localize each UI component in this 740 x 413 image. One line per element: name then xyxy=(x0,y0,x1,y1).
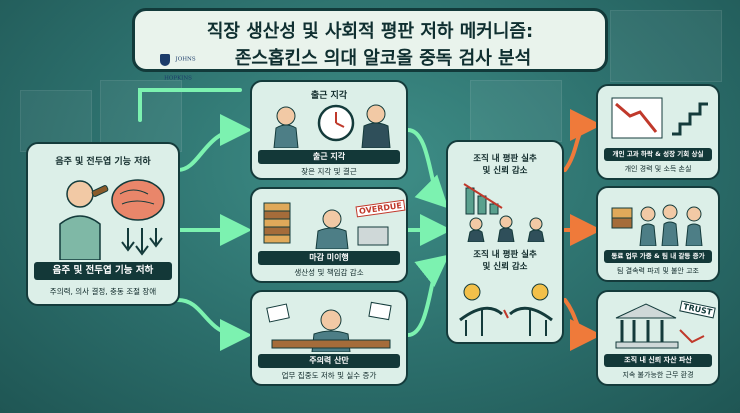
card-desc: 주의력, 의사 결정, 충동 조절 장애 xyxy=(49,287,157,296)
team-conflict-illustration xyxy=(611,204,703,246)
title-line-2: 존스홉킨스 의대 알코올 중독 검사 분석 xyxy=(234,48,532,69)
card-label: 마감 미이행 xyxy=(258,251,400,265)
card-desc: 개인 경력 및 소득 손실 xyxy=(624,165,692,173)
card-frontal-lobe: 음주 및 전두엽 기능 저하 음주 및 전두엽 기능 저하 주의력, 의사 결정… xyxy=(26,142,180,306)
card-heading-2-sub: 및 신뢰 감소 xyxy=(482,262,528,272)
missed-deadline-illustration xyxy=(263,202,389,249)
card-heading: 음주 및 전두엽 기능 저하 xyxy=(55,157,151,167)
shield-icon xyxy=(160,53,171,66)
card-label: 출근 지각 xyxy=(258,150,400,164)
card-label: 음주 및 전두엽 기능 저하 xyxy=(34,262,172,280)
card-missed-deadline: OVERDUE 마감 미이행 생산성 및 책임감 감소 xyxy=(250,187,408,283)
card-heading-sub: 및 신뢰 감소 xyxy=(482,166,528,176)
card-desc: 팀 결속력 파괴 및 불안 고조 xyxy=(617,267,699,275)
card-label: 개인 고과 하락 & 성장 기회 상실 xyxy=(604,148,712,161)
card-label: 조직 내 신뢰 자산 파산 xyxy=(604,354,712,367)
card-late-arrival: 출근 지각 출근 지각 잦은 지각 및 결근 xyxy=(250,80,408,180)
title-banner: 직장 생산성 및 사회적 평판 저하 메커니즘: JOHNS HOPKINS 존… xyxy=(132,8,608,82)
late-arrival-illustration xyxy=(273,104,391,148)
card-heading: 조직 내 평판 실추 xyxy=(473,154,537,164)
card-desc: 지속 불가능한 근무 환경 xyxy=(622,371,694,379)
distraction-illustration xyxy=(266,301,392,352)
background-window xyxy=(610,10,722,82)
card-desc: 잦은 지각 및 결근 xyxy=(301,167,357,176)
declining-chart-illustration xyxy=(611,97,708,139)
card-distraction: 주의력 산만 업무 집중도 저하 및 실수 증가 xyxy=(250,290,408,386)
background-window xyxy=(20,90,92,152)
card-career-loss: 개인 고과 하락 & 성장 기회 상실 개인 경력 및 소득 손실 xyxy=(596,84,720,180)
crumbling-bank-illustration xyxy=(615,303,705,349)
broken-bridge-illustration xyxy=(459,283,553,336)
card-heading: 출근 지각 xyxy=(310,91,348,101)
card-reputation-loss: 조직 내 평판 실추 및 신뢰 감소 조직 내 평판 실추 및 신뢰 감소 xyxy=(446,140,564,344)
card-team-conflict: 동료 업무 가중 & 팀 내 갈등 증가 팀 결속력 파괴 및 불안 고조 xyxy=(596,186,720,282)
card-label: 주의력 산만 xyxy=(258,354,400,368)
hospital-logo: JOHNS HOPKINS xyxy=(147,49,209,82)
drinking-man-illustration xyxy=(59,179,165,260)
card-desc: 생산성 및 책임감 감소 xyxy=(294,268,364,277)
card-desc: 업무 집중도 저하 및 실수 증가 xyxy=(281,371,377,380)
card-trust-bankruptcy: TRUST 조직 내 신뢰 자산 파산 지속 불가능한 근무 환경 xyxy=(596,290,720,386)
reputation-illustration xyxy=(463,183,545,242)
title-line-1: 직장 생산성 및 사회적 평판 저하 메커니즘: xyxy=(206,21,534,42)
card-label: 동료 업무 가중 & 팀 내 갈등 증가 xyxy=(604,250,712,263)
card-heading-2: 조직 내 평판 실추 xyxy=(473,250,537,260)
